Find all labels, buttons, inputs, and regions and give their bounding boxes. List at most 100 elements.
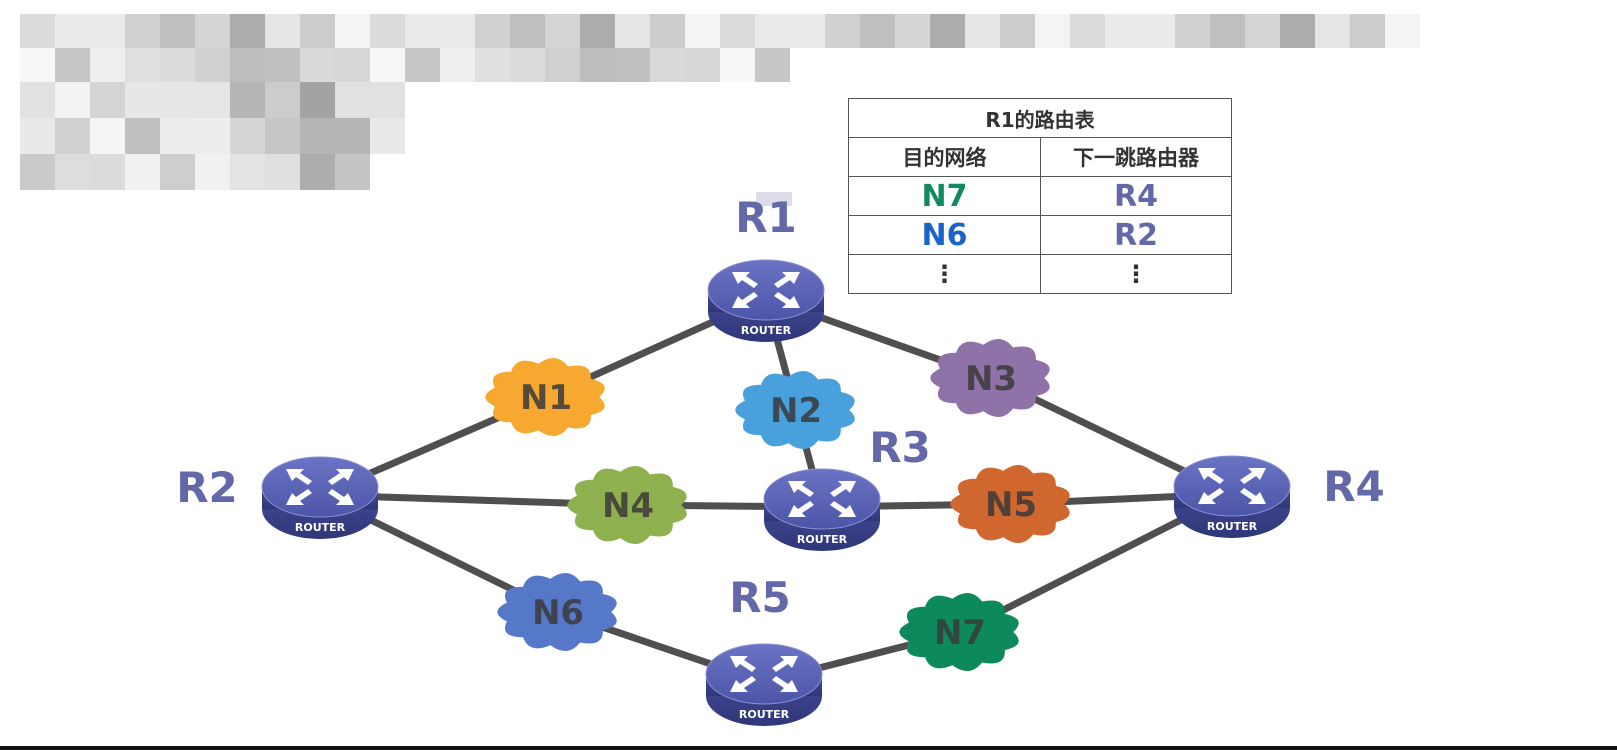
mosaic-block: [1105, 14, 1140, 48]
mosaic-block: [230, 82, 265, 118]
mosaic-block: [790, 14, 825, 48]
mosaic-block: [335, 118, 370, 154]
mosaic-block: [160, 118, 195, 154]
row-3-next-hop-ellipsis: ⋮: [1040, 254, 1232, 294]
mosaic-block: [685, 14, 720, 48]
cloud-shape-n5: [950, 465, 1070, 543]
mosaic-block: [20, 154, 55, 190]
table-row: N6 R2: [848, 215, 1232, 255]
mosaic-block: [90, 48, 125, 82]
mosaic-block: [265, 154, 300, 190]
r1-routing-table: R1的路由表 目的网络 下一跳路由器 N7 R4 N6 R2 ⋮ ⋮: [848, 98, 1232, 294]
mosaic-block: [20, 82, 55, 118]
mosaic-block: [930, 14, 965, 48]
router-icon-caption: ROUTER: [1207, 520, 1258, 533]
row-2-destination: N6: [848, 215, 1041, 255]
mosaic-block: [125, 82, 160, 118]
bottom-border: [0, 746, 1617, 750]
mosaic-block: [580, 48, 615, 82]
network-label-n2: N2: [770, 391, 822, 431]
router-icon-caption: ROUTER: [741, 324, 792, 337]
mosaic-block: [895, 14, 930, 48]
mosaic-block: [475, 14, 510, 48]
routing-table-title: R1的路由表: [848, 98, 1232, 138]
network-cloud-n3: N3: [930, 339, 1050, 417]
router-r5: ROUTER R5: [705, 573, 823, 727]
blurred-header-region: [0, 0, 1617, 210]
mosaic-block: [1175, 14, 1210, 48]
row-1-destination: N7: [848, 176, 1041, 216]
mosaic-block: [650, 14, 685, 48]
mosaic-block: [160, 48, 195, 82]
mosaic-block: [1315, 14, 1350, 48]
mosaic-block: [1385, 14, 1420, 48]
network-label-n5: N5: [985, 485, 1037, 525]
mosaic-block: [755, 48, 790, 82]
cloud-shape-n3: [930, 339, 1050, 417]
cloud-shape-n4: [567, 466, 687, 544]
router-label-r5: R5: [729, 573, 791, 622]
mosaic-block: [1210, 14, 1245, 48]
mosaic-block: [860, 14, 895, 48]
mosaic-block: [335, 14, 370, 48]
mosaic-block: [1140, 14, 1175, 48]
network-cloud-n4: N4: [567, 466, 687, 544]
mosaic-block: [160, 14, 195, 48]
router-icon-caption: ROUTER: [797, 533, 848, 546]
mosaic-block: [265, 82, 300, 118]
table-row: ⋮ ⋮: [848, 254, 1232, 294]
mosaic-block: [195, 14, 230, 48]
mosaic-block: [160, 154, 195, 190]
mosaic-block: [125, 48, 160, 82]
mosaic-block: [370, 82, 405, 118]
network-cloud-n2: N2: [735, 371, 855, 449]
mosaic-block: [405, 48, 440, 82]
mosaic-block: [965, 14, 1000, 48]
mosaic-block: [1035, 14, 1070, 48]
mosaic-block: [1070, 14, 1105, 48]
mosaic-block: [195, 118, 230, 154]
router-label-r1: R1: [735, 193, 797, 242]
mosaic-block: [1245, 14, 1280, 48]
cloud-shape-n7: [899, 593, 1019, 671]
mosaic-block: [55, 14, 90, 48]
mosaic-block: [335, 154, 370, 190]
mosaic-block: [510, 14, 545, 48]
mosaic-block: [300, 118, 335, 154]
mosaic-block: [300, 154, 335, 190]
mosaic-block: [55, 48, 90, 82]
mosaic-block: [1350, 14, 1385, 48]
cloud-shape-n1: [485, 358, 605, 436]
mosaic-block: [440, 48, 475, 82]
mosaic-block: [755, 14, 790, 48]
mosaic-block: [90, 154, 125, 190]
mosaic-block: [265, 48, 300, 82]
router-icon-caption: ROUTER: [739, 708, 790, 721]
row-3-destination-ellipsis: ⋮: [848, 254, 1041, 294]
mosaic-block: [265, 14, 300, 48]
mosaic-block: [195, 48, 230, 82]
mosaic-block: [160, 82, 195, 118]
mosaic-block: [300, 82, 335, 118]
mosaic-block: [1280, 14, 1315, 48]
mosaic-block: [370, 118, 405, 154]
cloud-shape-n6: [497, 573, 617, 651]
mosaic-block: [720, 14, 755, 48]
mosaic-block: [720, 48, 755, 82]
mosaic-block: [825, 14, 860, 48]
mosaic-block: [90, 82, 125, 118]
mosaic-block: [1000, 14, 1035, 48]
mosaic-block: [195, 82, 230, 118]
network-cloud-n5: N5: [950, 465, 1070, 543]
mosaic-block: [475, 48, 510, 82]
mosaic-block: [545, 48, 580, 82]
mosaic-block: [265, 118, 300, 154]
mosaic-block: [230, 118, 265, 154]
mosaic-block: [756, 192, 792, 206]
row-1-next-hop: R4: [1040, 176, 1232, 216]
mosaic-block: [125, 14, 160, 48]
mosaic-block: [405, 14, 440, 48]
mosaic-block: [650, 48, 685, 82]
